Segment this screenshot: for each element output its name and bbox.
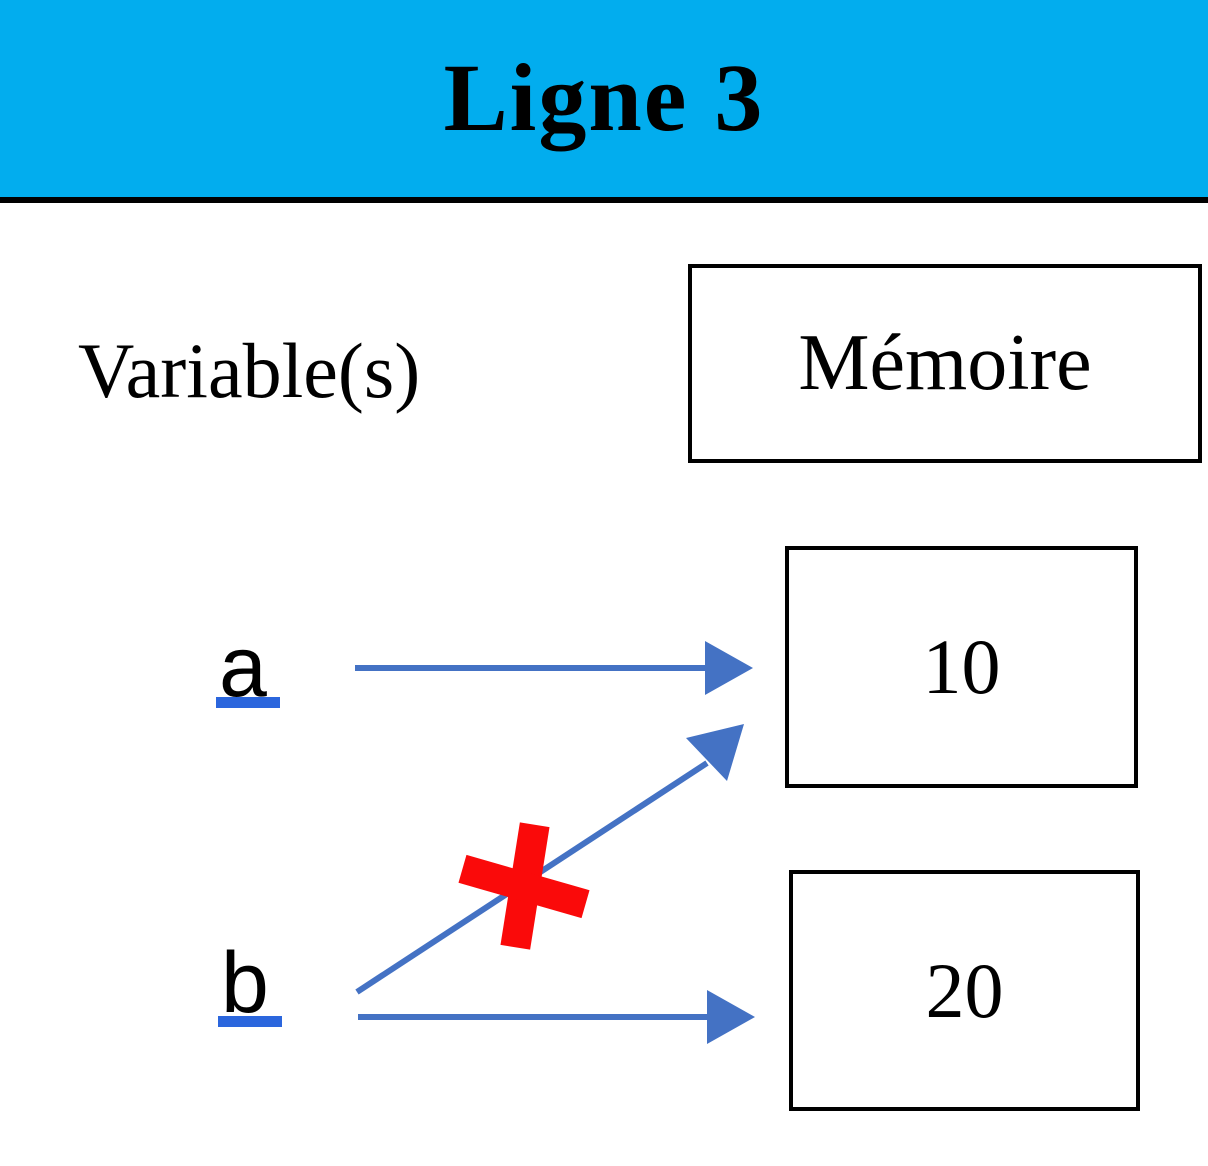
memory-cell-box: 20 — [789, 870, 1140, 1111]
arrow-b-to-20 — [358, 990, 755, 1044]
variable-underline-a — [216, 697, 280, 708]
memory-cell-value: 10 — [922, 623, 1001, 710]
header-band — [0, 0, 1208, 197]
variable-label-b: b — [221, 935, 269, 1031]
arrow-a-to-10-head — [705, 641, 753, 695]
page-title: Ligne 3 — [443, 44, 765, 151]
arrow-b-to-20-head — [707, 990, 755, 1044]
variable-label-a: a — [219, 619, 267, 715]
red-x-cross-icon — [458, 822, 590, 950]
arrow-a-to-10 — [355, 641, 753, 695]
memory-column-label: Mémoire — [798, 319, 1092, 407]
arrow-b-to-10-head — [686, 724, 744, 781]
variable-underline-b — [218, 1016, 282, 1027]
memory-column-box: Mémoire — [688, 264, 1202, 463]
memory-cell-value: 20 — [925, 946, 1004, 1034]
header-divider — [0, 197, 1208, 203]
variables-column-label: Variable(s) — [78, 327, 421, 414]
memory-cell-box: 10 — [785, 546, 1138, 788]
